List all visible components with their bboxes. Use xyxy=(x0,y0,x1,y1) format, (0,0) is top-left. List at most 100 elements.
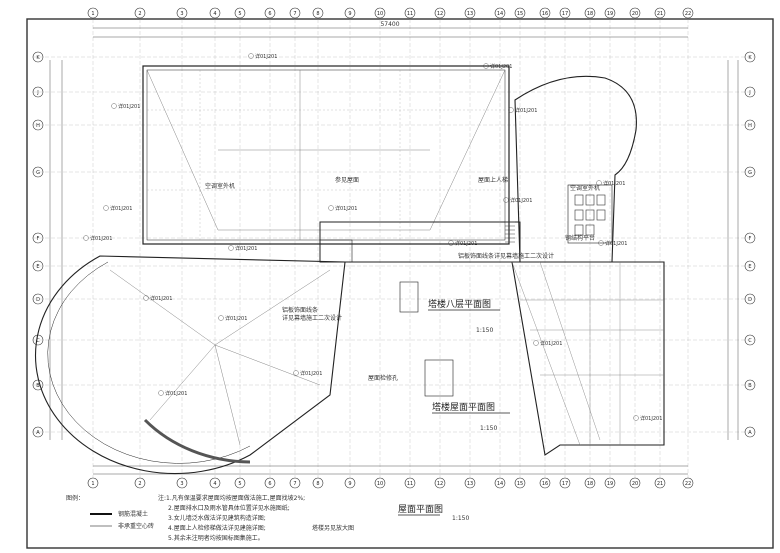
axis-bubble-1: 1 xyxy=(87,7,99,19)
axis-label: 19 xyxy=(607,481,613,487)
detail-tag-label: 详01J201 xyxy=(90,235,112,242)
axis-bubble-17: 17 xyxy=(559,477,571,489)
right-tower-outline xyxy=(511,75,665,456)
grid-lines xyxy=(33,19,755,478)
axis-label: J xyxy=(748,90,750,96)
axis-label: 20 xyxy=(632,11,638,17)
axis-label: 18 xyxy=(587,481,593,487)
axis-label: C xyxy=(36,338,40,344)
note-3: 3.女儿墙泛水做法详见建筑构造详图; xyxy=(168,514,266,522)
detail-tag-label: 详01J201 xyxy=(605,240,627,247)
axis-label: 11 xyxy=(407,481,413,487)
detail-tag: 详01J201 xyxy=(111,103,140,110)
axis-label: 1 xyxy=(91,481,94,487)
axis-label: 2 xyxy=(138,11,141,17)
axis-label: J xyxy=(36,90,38,96)
axis-label: F xyxy=(37,236,40,242)
axis-label: 19 xyxy=(607,11,613,17)
axis-bubble-20: 20 xyxy=(629,477,641,489)
roof-slope-lines xyxy=(146,69,506,240)
axis-label: D xyxy=(36,297,40,303)
axis-label: 12 xyxy=(437,11,443,17)
detail-tag: 详01J201 xyxy=(143,295,172,302)
axis-bubble-11: 11 xyxy=(404,7,416,19)
note-4: 4.屋面上人检修梯做法详见建施详图; xyxy=(168,524,266,532)
axis-label: H xyxy=(748,123,752,129)
detail-tag: 详01J201 xyxy=(293,370,322,377)
detail-tag-label: 详01J201 xyxy=(540,340,562,347)
legend-item-brick: 非承重空心砖 xyxy=(118,522,154,530)
axis-label: B xyxy=(748,383,752,389)
detail-tag: 详01J201 xyxy=(598,240,627,247)
axis-bubble-21: 21 xyxy=(654,477,666,489)
top-dimension-string xyxy=(93,27,688,38)
axis-label: 22 xyxy=(685,11,691,17)
axis-label: 14 xyxy=(497,481,503,487)
axis-label: 11 xyxy=(407,11,413,17)
tower-note-3: 铝板饰面线条详见幕墙施工二次设计 xyxy=(458,252,554,260)
axis-label: 2 xyxy=(138,481,141,487)
axis-bubble-9: 9 xyxy=(344,477,356,489)
axis-label: 17 xyxy=(562,481,568,487)
axis-label: 21 xyxy=(657,481,663,487)
axis-bubble-3: 3 xyxy=(176,477,188,489)
axis-label: A xyxy=(36,430,40,436)
axis-label: K xyxy=(36,55,40,61)
axis-bubble-18: 18 xyxy=(584,7,596,19)
axis-bubble-2: 2 xyxy=(134,7,146,19)
axis-bubble-18: 18 xyxy=(584,477,596,489)
left-round-wing xyxy=(35,255,346,475)
tower8-title: 塔楼八层平面图 xyxy=(428,298,491,310)
axis-label: 7 xyxy=(293,481,296,487)
axis-label: 9 xyxy=(348,481,351,487)
note-6: 塔楼另见放大图 xyxy=(312,524,354,532)
detail-tag-label: 详01J201 xyxy=(603,180,625,187)
legend-item-concrete: 钢筋混凝土 xyxy=(118,510,148,518)
axis-label: 8 xyxy=(316,11,319,17)
axis-label: 4 xyxy=(213,481,216,487)
axis-label: 22 xyxy=(685,481,691,487)
axis-label: 10 xyxy=(377,481,383,487)
detail-tag-label: 详01J201 xyxy=(455,240,477,247)
axis-label: 13 xyxy=(467,481,473,487)
axis-bubble-14: 14 xyxy=(494,7,506,19)
axis-bubble-4: 4 xyxy=(209,7,221,19)
axis-bubble-1: 1 xyxy=(87,477,99,489)
axis-bubble-20: 20 xyxy=(629,7,641,19)
detail-tag: 详01J201 xyxy=(83,235,112,242)
axis-label: E xyxy=(748,264,751,270)
axis-bubble-9: 9 xyxy=(344,7,356,19)
axis-bubble-12: 12 xyxy=(434,7,446,19)
detail-tag-label: 详01J201 xyxy=(235,245,257,252)
detail-tag-label: 详01J201 xyxy=(110,205,132,212)
detail-tag-label: 详01J201 xyxy=(118,103,140,110)
axis-label: 9 xyxy=(348,11,351,17)
axis-bubble-15: 15 xyxy=(514,7,526,19)
tower8-scale: 1:150 xyxy=(476,327,493,334)
axis-label: 17 xyxy=(562,11,568,17)
axis-label: 20 xyxy=(632,481,638,487)
tower-note-2: 详见幕墙施工二次设计 xyxy=(282,314,342,322)
axis-bubble-11: 11 xyxy=(404,477,416,489)
axis-label: 1 xyxy=(91,11,94,17)
axis-label: 16 xyxy=(542,481,548,487)
axis-bubble-10: 10 xyxy=(374,477,386,489)
axis-bubble-4: 4 xyxy=(209,477,221,489)
detail-tag: 详01J201 xyxy=(596,180,625,187)
sheet-border xyxy=(26,18,774,549)
detail-tag-label: 详01J201 xyxy=(335,205,357,212)
detail-tag: 详01J201 xyxy=(228,245,257,252)
axis-bubble-5: 5 xyxy=(234,477,246,489)
axis-bubble-22: 22 xyxy=(682,7,694,19)
detail-tag-label: 详01J201 xyxy=(225,315,247,322)
ac-units-label-right: 空调室外机 xyxy=(570,184,600,192)
note-2: 2.屋面排水口及雨水管具体位置详见水施图纸; xyxy=(168,504,290,512)
detail-tag: 详01J201 xyxy=(248,53,277,60)
axis-label: 15 xyxy=(517,481,523,487)
axis-bubble-22: 22 xyxy=(682,477,694,489)
axis-bubble-3: 3 xyxy=(176,7,188,19)
axis-label: B xyxy=(36,383,40,389)
